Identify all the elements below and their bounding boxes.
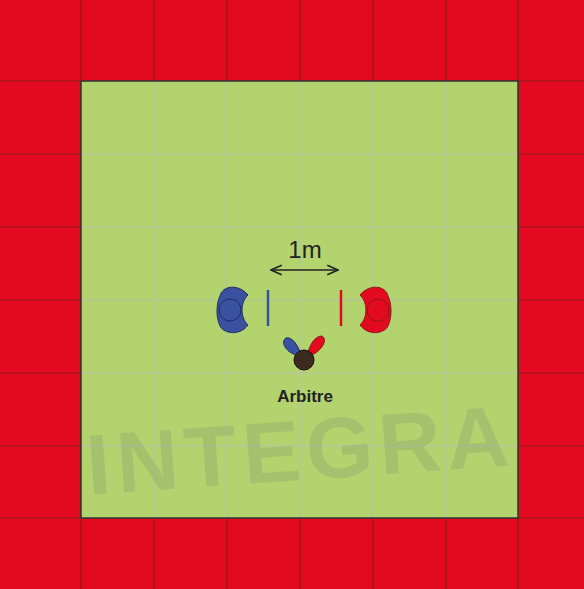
tile-line (0, 226, 584, 227)
referee-label: Arbitre (277, 387, 333, 407)
tile-line (82, 300, 517, 301)
blue-start-line (267, 290, 270, 326)
blue-fighter (217, 287, 248, 332)
dimension-label: 1m (288, 236, 321, 264)
red-start-line (340, 290, 343, 326)
tile-line (0, 299, 584, 300)
red-fighter (360, 287, 391, 332)
tile-line (0, 153, 584, 154)
referee (284, 336, 325, 370)
tile-lines (82, 82, 517, 517)
tile-line (82, 373, 517, 374)
combat-area (81, 81, 518, 518)
tile-line (445, 0, 446, 589)
tile-line (0, 372, 584, 373)
distance-arrow (271, 269, 338, 271)
tile-line (299, 0, 300, 589)
